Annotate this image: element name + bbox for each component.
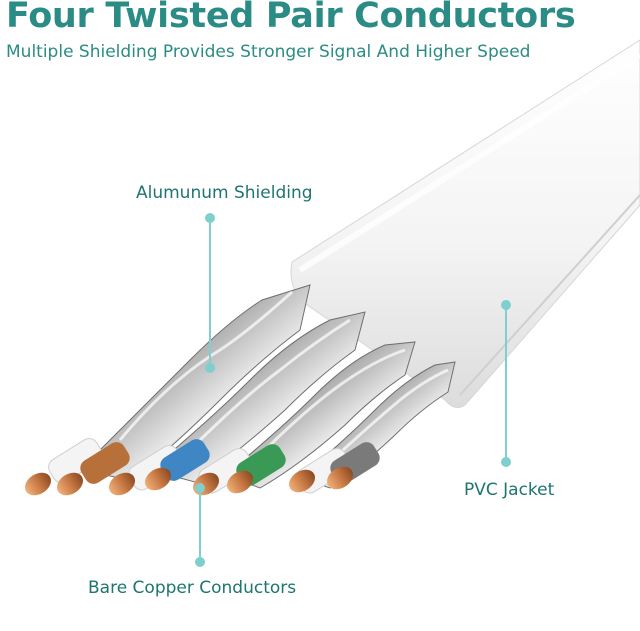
callout-shielding-pointer xyxy=(205,213,215,373)
pvc-jacket xyxy=(290,39,640,409)
page-title: Four Twisted Pair Conductors xyxy=(6,0,576,36)
callout-jacket-pointer xyxy=(501,300,511,467)
shielding-label: Alumunum Shielding xyxy=(136,183,313,203)
copper-label: Bare Copper Conductors xyxy=(88,578,297,598)
page-subtitle: Multiple Shielding Provides Stronger Sig… xyxy=(6,42,531,62)
jacket-label: PVC Jacket xyxy=(464,480,555,500)
copper-conductors xyxy=(24,466,354,496)
twisted-pair-2 xyxy=(148,311,366,483)
twisted-pair-1 xyxy=(78,284,311,481)
callout-copper-pointer xyxy=(195,483,205,567)
